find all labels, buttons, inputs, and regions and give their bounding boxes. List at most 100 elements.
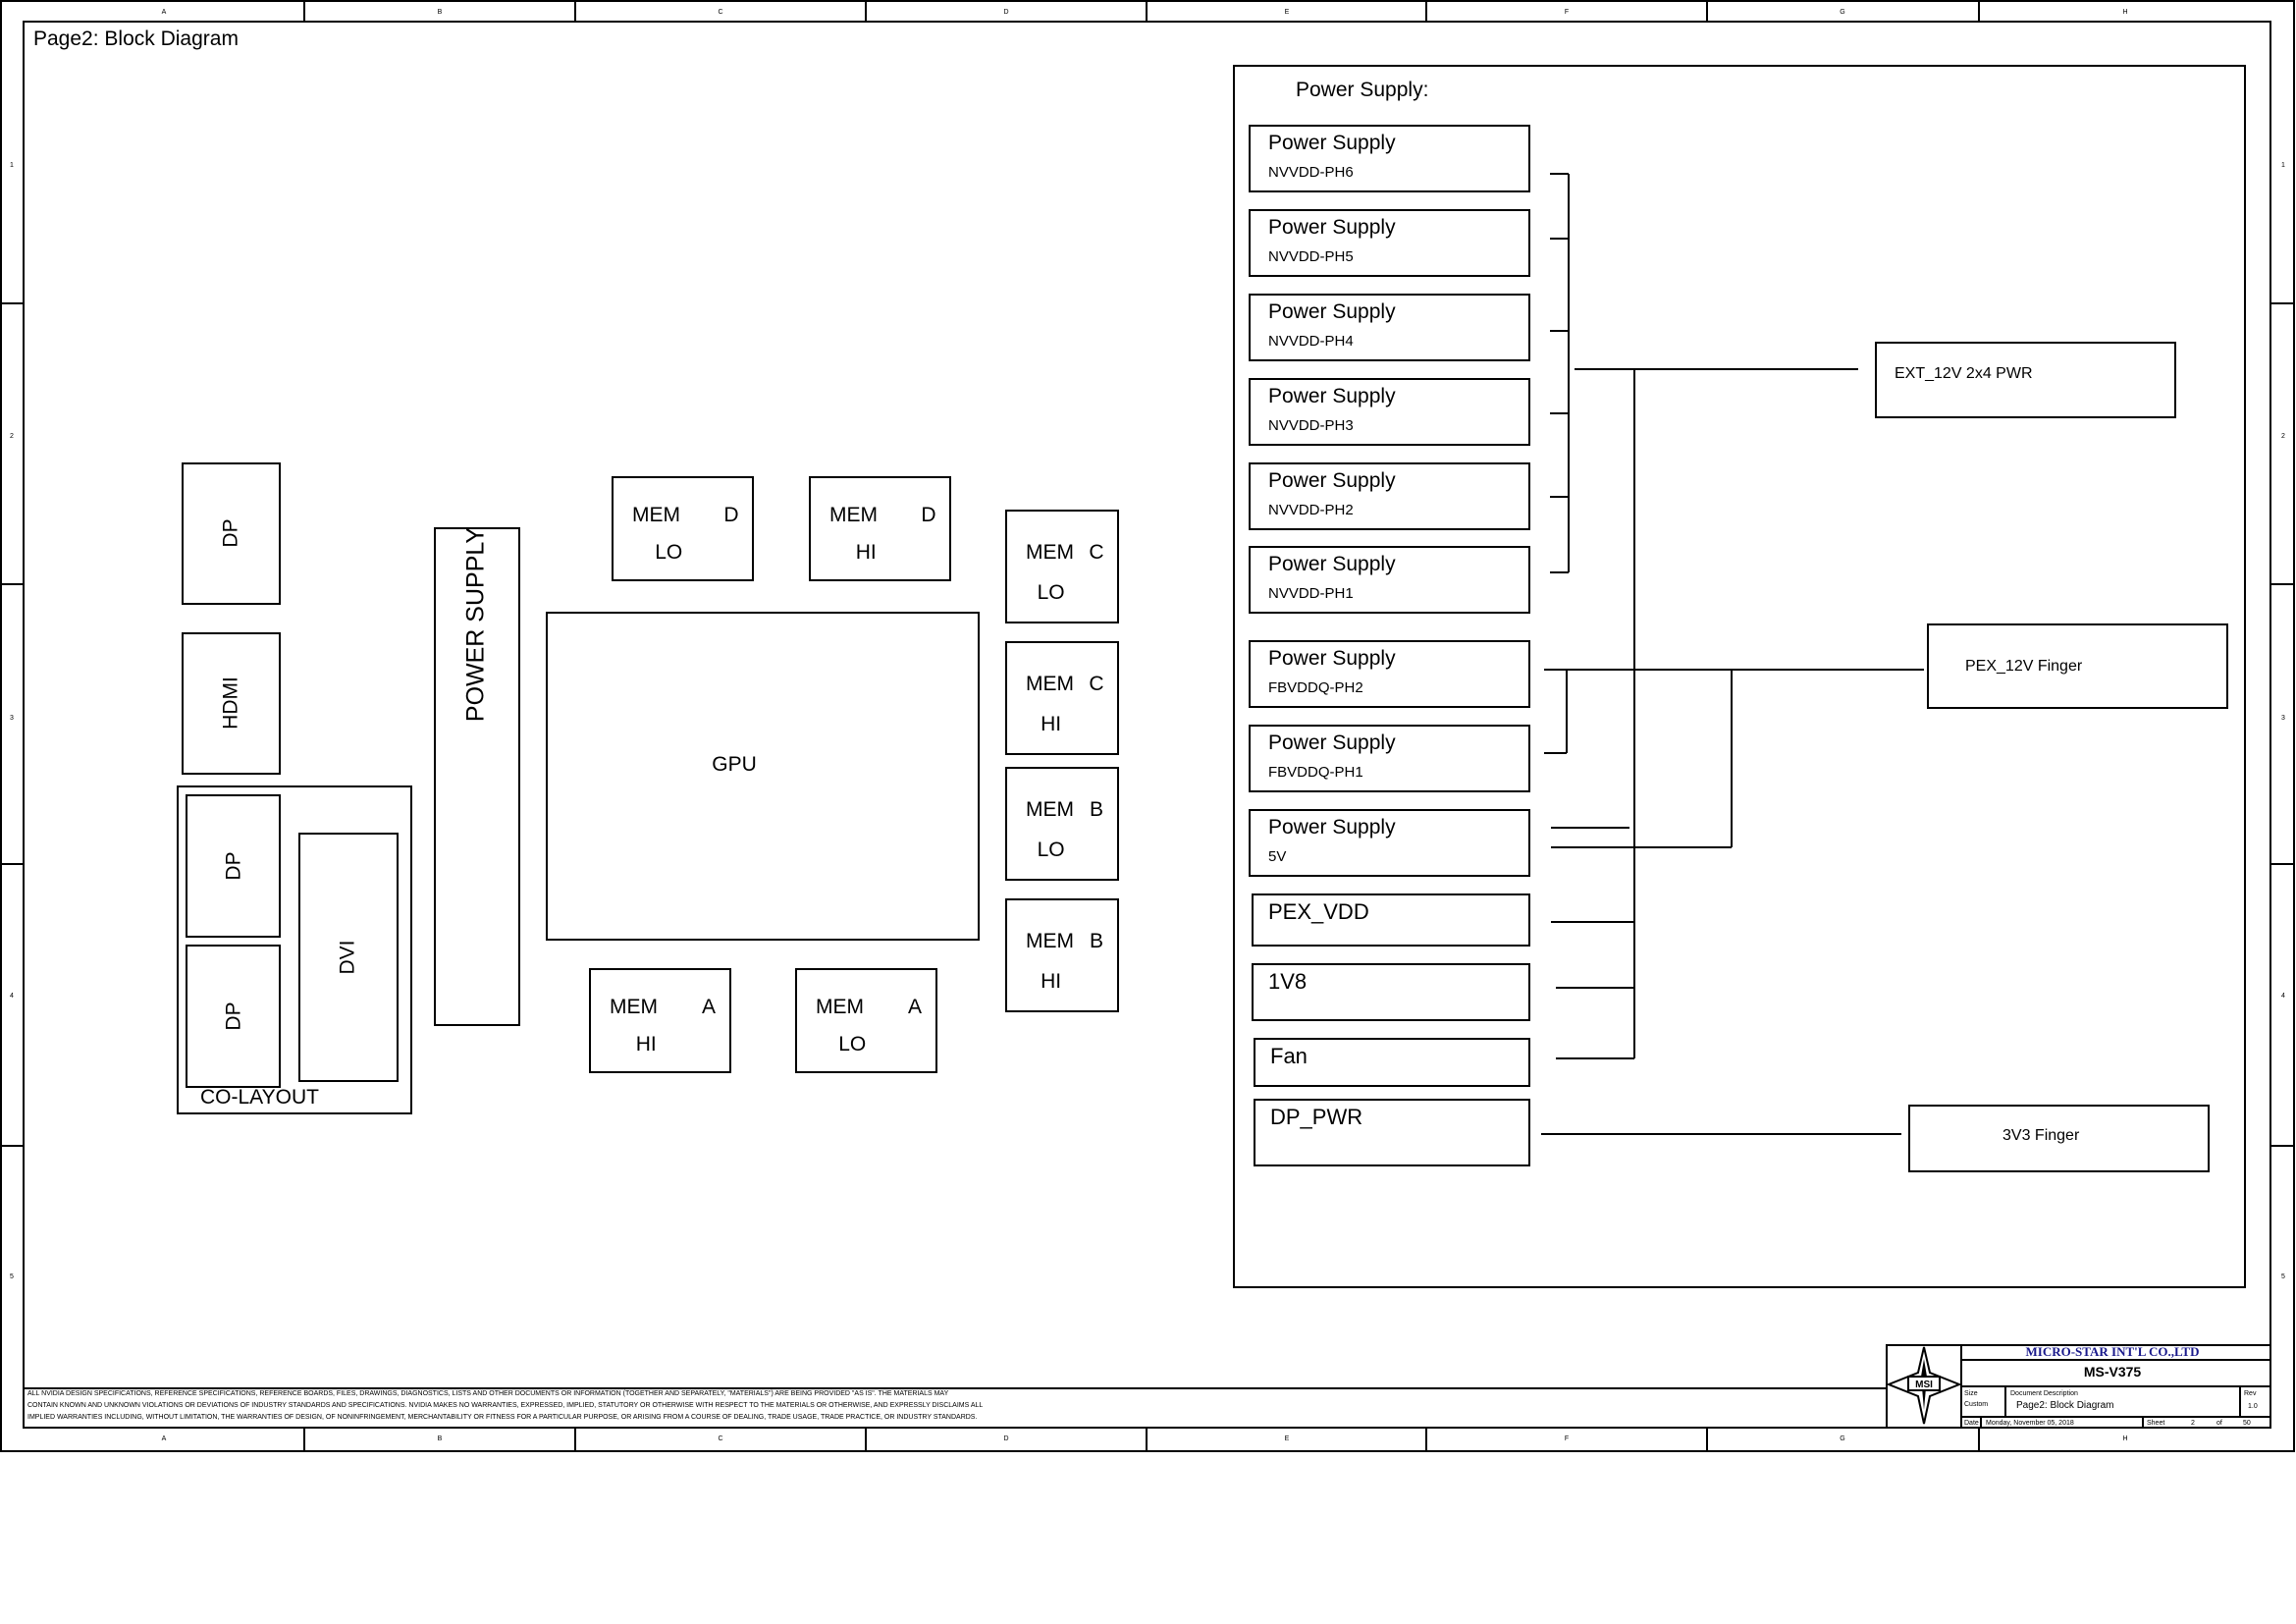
finger-3v3-source: 3V3 Finger bbox=[1908, 1105, 2210, 1172]
rail-sublabel: NVVDD-PH6 bbox=[1268, 164, 1354, 181]
mem-channel: D bbox=[921, 504, 935, 526]
pex-12v-source: PEX_12V Finger bbox=[1927, 623, 2228, 709]
sheet-label: Sheet bbox=[2147, 1420, 2164, 1427]
frame-row-label: 1 bbox=[2281, 162, 2285, 169]
connector-hdmi: HDMI bbox=[182, 632, 281, 775]
co-layout-group: DP DP DVI CO-LAYOUT bbox=[177, 785, 412, 1114]
disclaimer-line-3: IMPLIED WARRANTIES INCLUDING, WITHOUT LI… bbox=[27, 1414, 977, 1421]
power-section-frame bbox=[1233, 65, 2246, 1288]
connector-dp-colayout-1 bbox=[186, 794, 281, 938]
title-block: MSI MICRO-STAR INT'L CO.,LTD MS-V375 Siz… bbox=[24, 1344, 2271, 1429]
ext-12v-label: EXT_12V 2x4 PWR bbox=[1895, 365, 2033, 382]
logo-text: MSI bbox=[1915, 1380, 1933, 1390]
rail-label: DP_PWR bbox=[1270, 1105, 1362, 1129]
finger-3v3-label: 3V3 Finger bbox=[2002, 1127, 2080, 1144]
frame-row-label: 4 bbox=[2281, 993, 2285, 1000]
mem-half: LO bbox=[1038, 581, 1065, 604]
frame-row-label: 3 bbox=[2281, 715, 2285, 722]
doc-desc-label: Document Description bbox=[2010, 1390, 2078, 1397]
mem-channel: A bbox=[702, 996, 716, 1018]
date-label: Date bbox=[1964, 1420, 1979, 1427]
frame-column-label: B bbox=[438, 9, 443, 16]
mem-channel: A bbox=[908, 996, 922, 1018]
connector-dvi bbox=[298, 833, 399, 1082]
memory-block-c-lo: MEM C LO bbox=[1005, 510, 1119, 623]
frame-column-label: G bbox=[1840, 9, 1844, 16]
page-title: Page2: Block Diagram bbox=[33, 27, 239, 50]
rail-label: 1V8 bbox=[1268, 969, 1307, 994]
connector-dp-top: DP bbox=[182, 462, 281, 605]
mem-channel: B bbox=[1090, 798, 1103, 821]
mem-label: MEM bbox=[829, 504, 878, 526]
rail-label: Power Supply bbox=[1268, 132, 1396, 154]
mem-half: HI bbox=[1041, 713, 1061, 735]
rail-label: Power Supply bbox=[1268, 553, 1396, 575]
frame-column-label: A bbox=[162, 1435, 167, 1442]
frame-column-label: C bbox=[718, 9, 722, 16]
frame-zone-ticks bbox=[1, 1, 2294, 1451]
rail-label: Power Supply bbox=[1268, 300, 1396, 323]
frame-row-label: 5 bbox=[2281, 1273, 2285, 1280]
rail-sublabel: NVVDD-PH4 bbox=[1268, 333, 1354, 350]
mem-label: MEM bbox=[1026, 673, 1074, 695]
rail-sublabel: NVVDD-PH3 bbox=[1268, 417, 1354, 434]
disclaimer-line-2: CONTAIN KNOWN AND UNKNOWN VIOLATIONS OR … bbox=[27, 1402, 983, 1409]
frame-column-label: F bbox=[1565, 1435, 1569, 1442]
rail-label: Fan bbox=[1270, 1044, 1308, 1068]
rail-label: Power Supply bbox=[1268, 385, 1396, 407]
msi-logo: MSI bbox=[1886, 1346, 1962, 1425]
mem-half: LO bbox=[1038, 839, 1065, 861]
mem-half: HI bbox=[856, 541, 877, 564]
rev-value: 1.0 bbox=[2248, 1403, 2258, 1410]
dp-top-label: DP bbox=[220, 518, 242, 547]
rail-sublabel: FBVDDQ-PH1 bbox=[1268, 764, 1363, 781]
rail-sublabel: NVVDD-PH5 bbox=[1268, 248, 1354, 265]
dp-colayout-2-label: DP bbox=[223, 1001, 245, 1030]
frame-column-label: H bbox=[2122, 1435, 2127, 1442]
mem-label: MEM bbox=[610, 996, 658, 1018]
mem-label: MEM bbox=[1026, 930, 1074, 952]
rail-sublabel: NVVDD-PH1 bbox=[1268, 585, 1354, 602]
mem-channel: B bbox=[1090, 930, 1103, 952]
frame-column-label: D bbox=[1003, 9, 1008, 16]
frame-row-label: 2 bbox=[10, 433, 14, 440]
mem-label: MEM bbox=[632, 504, 680, 526]
model-name: MS-V375 bbox=[2084, 1364, 2142, 1380]
power-supply-block: POWER SUPPLY bbox=[434, 527, 520, 1026]
company-name: MICRO-STAR INT'L CO.,LTD bbox=[2026, 1344, 2200, 1359]
rail-sublabel: 5V bbox=[1268, 848, 1286, 865]
power-wiring bbox=[1541, 173, 1924, 1135]
date-value: Monday, November 05, 2018 bbox=[1986, 1420, 2074, 1427]
co-layout-label: CO-LAYOUT bbox=[200, 1086, 319, 1109]
frame-column-label: E bbox=[1285, 9, 1290, 16]
power-rail-12: Fan bbox=[1254, 1038, 1530, 1087]
mem-label: MEM bbox=[816, 996, 864, 1018]
disclaimer-line-1: ALL NVIDIA DESIGN SPECIFICATIONS, REFERE… bbox=[27, 1390, 949, 1397]
dp-colayout-1-label: DP bbox=[223, 851, 245, 880]
dvi-label: DVI bbox=[337, 940, 359, 974]
power-section-title: Power Supply: bbox=[1296, 79, 1428, 101]
mem-channel: C bbox=[1089, 541, 1103, 564]
frame-column-label: C bbox=[718, 1435, 722, 1442]
mem-label: MEM bbox=[1026, 541, 1074, 564]
doc-desc-value: Page2: Block Diagram bbox=[2016, 1400, 2114, 1411]
rail-label: Power Supply bbox=[1268, 731, 1396, 754]
mem-channel: D bbox=[723, 504, 738, 526]
rev-label: Rev bbox=[2244, 1390, 2257, 1397]
rail-label: Power Supply bbox=[1268, 647, 1396, 670]
frame-column-label: G bbox=[1840, 1435, 1844, 1442]
